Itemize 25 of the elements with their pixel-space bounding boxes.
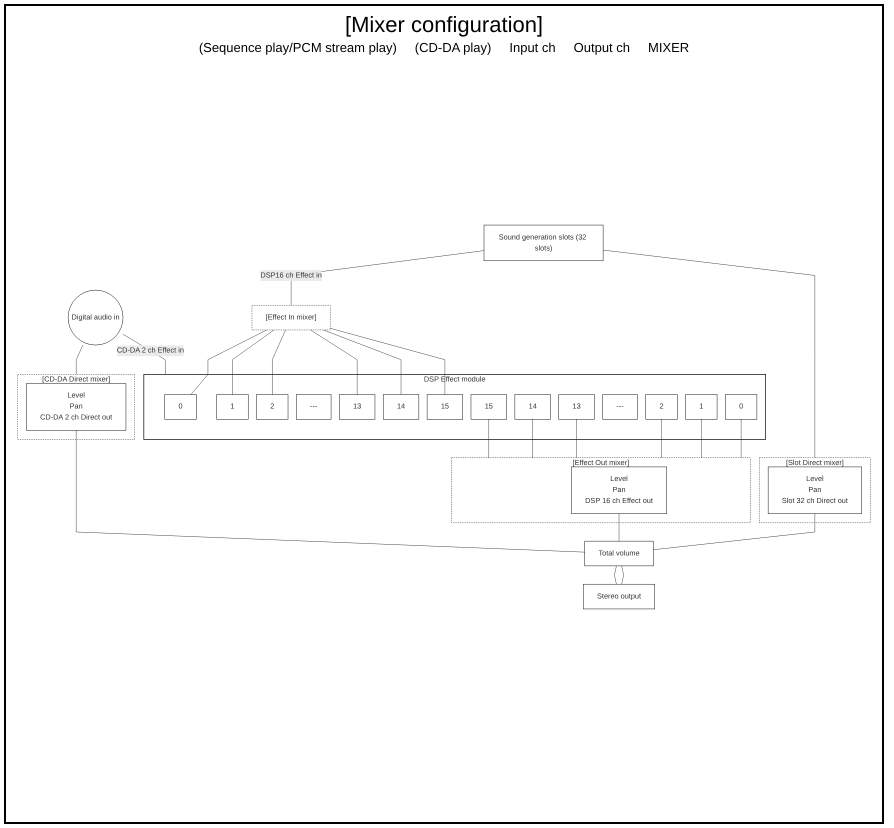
connector	[232, 330, 274, 395]
diagram-title: [Mixer configuration]	[344, 12, 544, 38]
note-text: MIXER	[648, 40, 690, 55]
note-text: (CD-DA play)	[414, 40, 492, 55]
connector	[532, 419, 533, 458]
connector	[76, 430, 585, 552]
connector	[602, 250, 816, 458]
note-text: Output ch	[574, 40, 630, 55]
connector	[76, 344, 84, 375]
connector	[310, 330, 358, 395]
note-text: (Sequence play/PCM stream play)	[198, 40, 397, 55]
connector	[488, 419, 490, 458]
connector	[618, 513, 620, 542]
connector	[323, 330, 402, 395]
connector	[621, 566, 624, 584]
connector	[661, 419, 662, 458]
connector	[614, 566, 617, 584]
connector	[330, 328, 446, 395]
note-text: Input ch	[509, 40, 556, 55]
connector	[576, 419, 577, 458]
connector	[740, 419, 742, 458]
connector	[701, 419, 702, 458]
connector	[653, 513, 816, 550]
connector	[190, 330, 267, 395]
connector	[272, 330, 286, 395]
